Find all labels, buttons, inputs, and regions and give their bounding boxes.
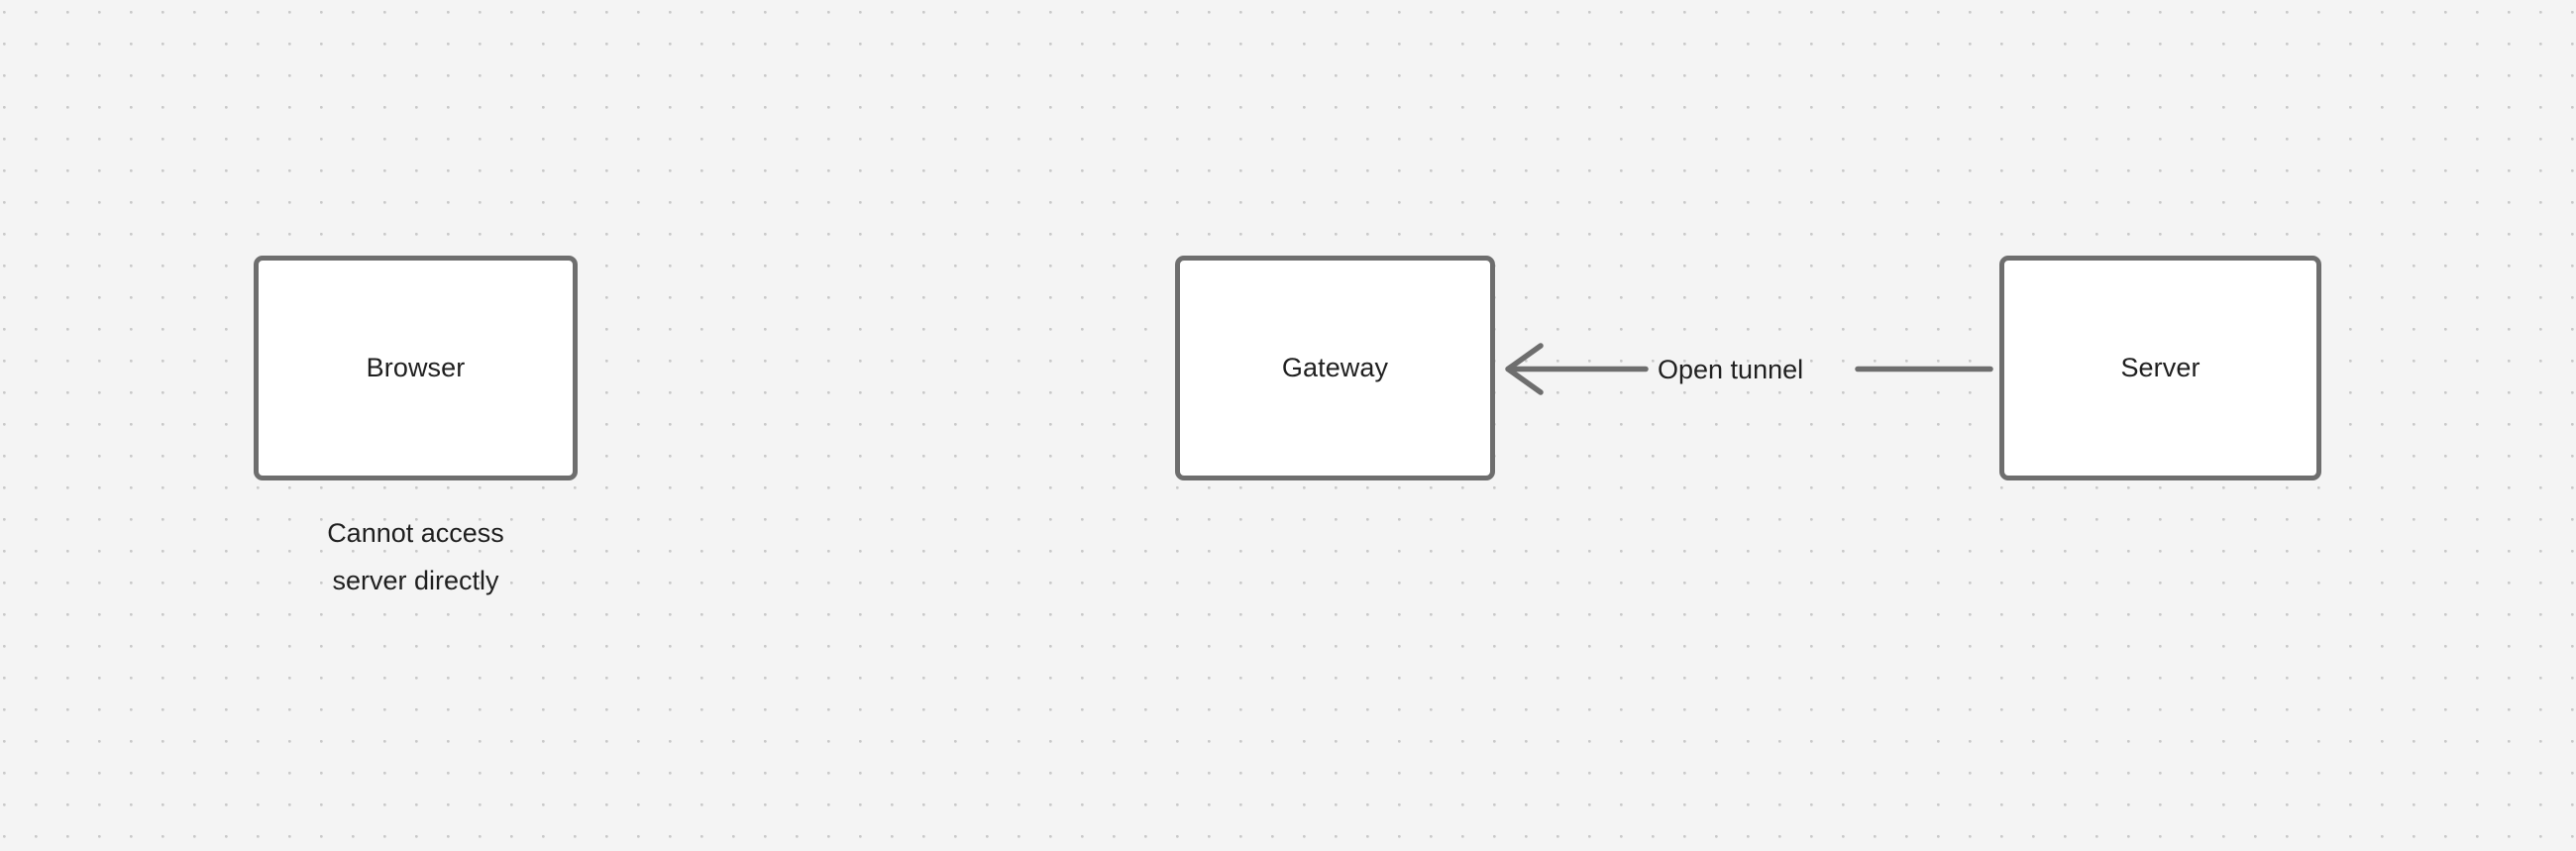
browser-caption-line-1: Cannot access: [327, 518, 504, 548]
node-gateway[interactable]: Gateway: [1175, 256, 1495, 480]
node-browser-label: Browser: [366, 353, 466, 382]
edge-label-open-tunnel: Open tunnel: [1658, 355, 1804, 384]
node-server[interactable]: Server: [1999, 256, 2321, 480]
edge-open-tunnel[interactable]: [1495, 337, 2002, 402]
node-gateway-label: Gateway: [1281, 353, 1389, 382]
browser-caption: Cannot access server directly: [254, 509, 578, 604]
node-browser[interactable]: Browser: [254, 256, 578, 480]
node-server-label: Server: [2120, 353, 2200, 382]
browser-caption-line-2: server directly: [332, 566, 499, 595]
